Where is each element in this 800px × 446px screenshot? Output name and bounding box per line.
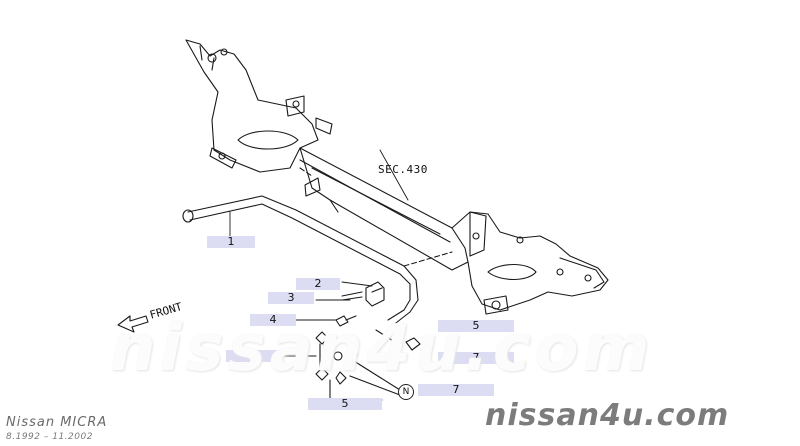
section-reference-label: SEC.430 bbox=[378, 163, 428, 176]
leader-lines bbox=[229, 149, 409, 321]
bolt bbox=[335, 315, 357, 327]
model-years: 8.1992 – 11.2002 bbox=[6, 432, 93, 442]
callout-part-3[interactable]: 3 bbox=[268, 292, 314, 304]
bushing-clamp bbox=[341, 281, 385, 307]
callout-part-2[interactable]: 2 bbox=[296, 278, 340, 290]
stabilizer-bar bbox=[182, 195, 419, 327]
callout-part-7-lower[interactable]: 7 bbox=[418, 384, 494, 396]
callout-part-1[interactable]: 1 bbox=[207, 236, 255, 248]
front-arrow-icon bbox=[117, 315, 149, 333]
attachment-lines bbox=[299, 167, 453, 267]
rear-axle-beam bbox=[299, 147, 469, 271]
callout-part-4[interactable]: 4 bbox=[250, 314, 296, 326]
left-trailing-arm bbox=[185, 39, 333, 173]
model-name: Nissan MICRA bbox=[6, 415, 108, 430]
callout-part-5-lower[interactable]: 5 bbox=[308, 398, 382, 410]
right-trailing-arm bbox=[451, 211, 609, 315]
callout-part-6[interactable]: 6 bbox=[226, 350, 282, 362]
nut-symbol-icon: N bbox=[398, 384, 414, 400]
site-logo-text: nissan4u.com bbox=[485, 398, 730, 433]
callout-part-5-upper[interactable]: 5 bbox=[438, 320, 514, 332]
connecting-rod bbox=[281, 331, 329, 381]
watermark-text: nissan4u.com bbox=[110, 312, 654, 386]
callout-part-7-upper[interactable]: 7 bbox=[438, 352, 514, 364]
